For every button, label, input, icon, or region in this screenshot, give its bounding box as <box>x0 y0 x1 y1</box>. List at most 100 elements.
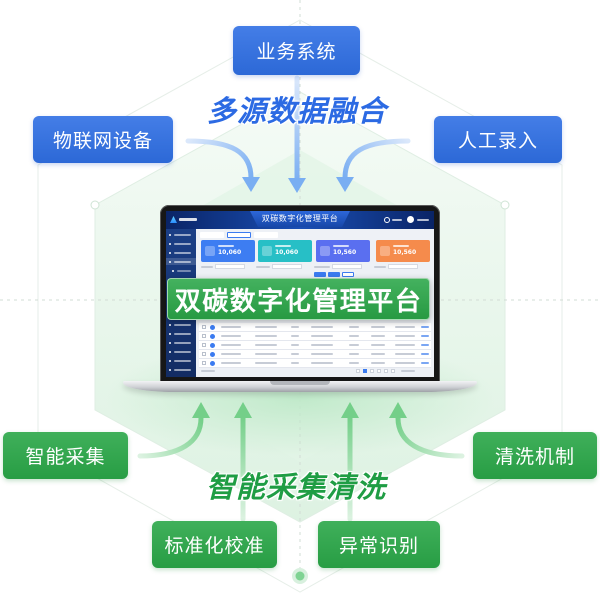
cell-placeholder <box>349 344 359 346</box>
arrow-smart-collection <box>137 402 210 459</box>
outer-hexagon <box>37 19 563 593</box>
process-box-standardized-calibration: 标准化校准 <box>152 521 277 568</box>
toolbar-button <box>342 272 354 277</box>
cell-placeholder <box>311 335 333 337</box>
bottom-node-dot <box>295 571 305 581</box>
dashboard-title-plate <box>250 211 350 227</box>
sidebar-menu-item <box>169 261 191 263</box>
cell-placeholder <box>395 326 415 328</box>
filter-label-placeholder <box>374 266 386 268</box>
process-box-anomaly-detection: 异常识别 <box>318 521 440 568</box>
fusion-title: 多源数据融合 <box>206 94 387 128</box>
pagination-page <box>377 369 381 373</box>
arrow-anomaly-detection <box>341 402 359 522</box>
notification-icon <box>384 217 390 223</box>
table-row <box>199 323 431 332</box>
logo-icon <box>170 216 177 223</box>
stat-label-placeholder <box>393 245 409 247</box>
cell-placeholder <box>221 326 241 328</box>
dashboard-tab <box>200 232 224 238</box>
cell-placeholder <box>311 326 333 328</box>
stat-label-placeholder <box>218 245 234 247</box>
stat-icon <box>205 246 215 256</box>
filter-label-placeholder <box>256 266 270 268</box>
cell-placeholder <box>311 353 333 355</box>
cell-placeholder <box>349 362 359 364</box>
pagination-page <box>370 369 374 373</box>
sidebar-menu-item <box>169 252 191 254</box>
cell-placeholder <box>371 335 385 337</box>
row-status-icon <box>210 342 215 348</box>
row-action-placeholder <box>421 335 429 337</box>
cell-placeholder <box>395 335 415 337</box>
stat-icon <box>262 246 272 256</box>
source-box-manual-entry: 人工录入 <box>434 116 562 163</box>
stat-card: 10,560 <box>376 240 430 262</box>
dashboard-header: 双碳数字化管理平台 <box>166 211 434 229</box>
cell-placeholder <box>255 344 277 346</box>
arrow-iot-devices <box>185 138 260 192</box>
toolbar-button <box>314 272 326 277</box>
row-checkbox <box>202 334 206 338</box>
arrow-standardized-calibration <box>234 402 252 522</box>
row-status-icon <box>210 351 215 357</box>
cell-placeholder <box>255 353 277 355</box>
dashboard-tab-active <box>227 232 251 238</box>
logo-text-placeholder <box>179 218 197 221</box>
laptop-base <box>123 381 477 392</box>
cell-placeholder <box>221 335 241 337</box>
stat-label-placeholder <box>333 245 349 247</box>
stat-icon <box>320 246 330 256</box>
sidebar-menu-item <box>169 243 191 245</box>
filter-input <box>388 264 418 269</box>
cell-placeholder <box>371 362 385 364</box>
table-row <box>199 359 431 368</box>
username-placeholder <box>417 219 429 221</box>
sidebar-menu-item <box>169 234 191 236</box>
sidebar-submenu-item <box>172 270 191 272</box>
source-box-iot-devices: 物联网设备 <box>33 116 173 163</box>
cell-placeholder <box>395 362 415 364</box>
table-row <box>199 350 431 359</box>
row-action-placeholder <box>421 353 429 355</box>
stat-value: 10,560 <box>333 249 357 256</box>
arrow-cleaning-mechanism <box>389 402 465 459</box>
cell-placeholder <box>221 353 241 355</box>
avatar <box>407 216 414 223</box>
cell-placeholder <box>291 335 299 337</box>
row-status-icon <box>210 360 215 366</box>
sidebar-menu-item <box>169 369 191 371</box>
filter-input <box>215 264 245 269</box>
stat-card: 10,560 <box>316 240 370 262</box>
cell-placeholder <box>395 353 415 355</box>
table-row <box>199 332 431 341</box>
cell-placeholder <box>255 335 277 337</box>
toolbar-button <box>328 272 340 277</box>
cell-placeholder <box>371 353 385 355</box>
cell-placeholder <box>291 326 299 328</box>
row-checkbox <box>202 361 206 365</box>
cell-placeholder <box>221 362 241 364</box>
row-status-icon <box>210 333 215 339</box>
sidebar-menu-item <box>169 324 191 326</box>
cell-placeholder <box>291 353 299 355</box>
cell-placeholder <box>311 362 333 364</box>
filter-input <box>272 264 302 269</box>
filter-label-placeholder <box>314 266 330 268</box>
stat-value: 10,060 <box>218 249 242 256</box>
cell-placeholder <box>371 326 385 328</box>
cell-placeholder <box>395 344 415 346</box>
row-checkbox <box>202 352 206 356</box>
row-action-placeholder <box>421 362 429 364</box>
source-box-business-system: 业务系统 <box>233 26 360 75</box>
laptop-notch <box>270 381 330 385</box>
pagination-page-current <box>363 369 367 373</box>
cell-placeholder <box>255 326 277 328</box>
header-text-placeholder <box>392 219 402 221</box>
dashboard-title: 双碳数字化管理平台 <box>261 214 339 223</box>
filter-label-placeholder <box>201 266 213 268</box>
process-box-smart-collection: 智能采集 <box>3 432 128 479</box>
cleaning-title: 智能采集清洗 <box>205 470 386 504</box>
